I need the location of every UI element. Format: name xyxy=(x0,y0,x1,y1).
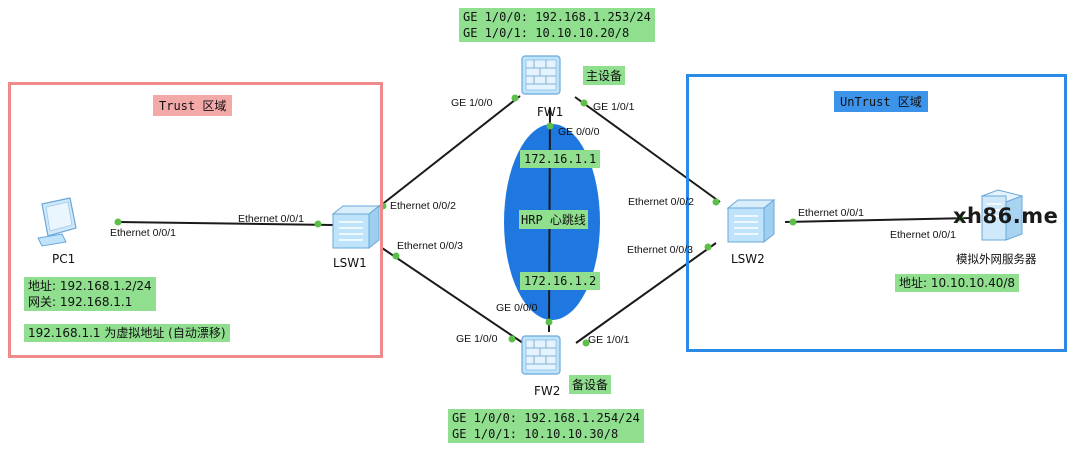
port-dot xyxy=(511,94,519,102)
fw1-name: FW1 xyxy=(537,105,564,119)
port-label-fw1-ge1: GE 1/0/1 xyxy=(593,101,635,113)
untrust-zone xyxy=(686,74,1067,352)
port-dot xyxy=(712,198,720,206)
port-label-lsw1-eth1: Ethernet 0/0/1 xyxy=(238,213,304,225)
pc-icon[interactable] xyxy=(37,197,77,247)
watermark: xh86.me xyxy=(953,204,1059,228)
trust-zone xyxy=(8,82,383,358)
port-label-lsw1-eth3: Ethernet 0/0/3 xyxy=(397,240,463,252)
port-dot xyxy=(545,318,553,326)
hrp-heartbeat-label: HRP 心跳线 xyxy=(519,210,588,229)
links xyxy=(117,95,973,344)
fw1-ge0-address: GE 1/0/0: 192.168.1.253/24 xyxy=(463,10,651,24)
link-lsw1-fw1 xyxy=(379,95,521,207)
port-dot xyxy=(392,252,400,260)
fw1-interface-info: GE 1/0/0: 192.168.1.253/24 GE 1/0/1: 10.… xyxy=(459,8,655,42)
fw1-role: 主设备 xyxy=(583,66,626,85)
port-label-lsw1-eth2: Ethernet 0/0/2 xyxy=(390,200,456,212)
link-lsw2-server xyxy=(784,217,973,223)
firewall-icon[interactable] xyxy=(521,335,561,375)
port-dot xyxy=(704,243,712,251)
port-dot xyxy=(956,214,964,222)
server-name: 模拟外网服务器 xyxy=(956,252,1037,266)
port-label-pc1: Ethernet 0/0/1 xyxy=(110,227,176,239)
link-pc1-lsw1 xyxy=(117,221,334,226)
server-address-info: 地址: 10.10.10.40/8 xyxy=(895,274,1020,292)
fw1-ge1-address: GE 1/0/1: 10.10.10.20/8 xyxy=(463,26,630,40)
pc1-name: PC1 xyxy=(52,252,76,266)
port-label-lsw2-eth3: Ethernet 0/0/3 xyxy=(627,244,693,256)
port-label-lsw2-eth2: Ethernet 0/0/2 xyxy=(628,196,694,208)
untrust-zone-title: UnTrust 区域 xyxy=(834,91,928,112)
port-dot xyxy=(580,99,588,107)
port-dot xyxy=(114,218,122,226)
server-icon[interactable] xyxy=(980,189,1024,241)
fw2-name: FW2 xyxy=(534,384,561,398)
virtual-ip-note: 192.168.1.1 为虚拟地址 (自动漂移) xyxy=(24,324,230,342)
fw2-ge0-address: GE 1/0/0: 192.168.1.254/24 xyxy=(452,411,640,425)
trust-zone-title: Trust 区域 xyxy=(153,95,233,116)
port-label-fw2-ge1: GE 1/0/1 xyxy=(588,334,630,346)
port-dot xyxy=(789,218,797,226)
port-dot xyxy=(546,122,554,130)
pc1-gateway: 网关: 192.168.1.1 xyxy=(28,295,133,309)
lsw2-name: LSW2 xyxy=(731,252,765,266)
port-label-fw2-ge0: GE 1/0/0 xyxy=(456,333,498,345)
link-fw2-lsw2 xyxy=(575,242,717,344)
port-dot xyxy=(582,339,590,347)
firewall-icon[interactable] xyxy=(521,55,561,95)
port-label-server: Ethernet 0/0/1 xyxy=(890,229,956,241)
pc1-address-info: 地址: 192.168.1.2/24 网关: 192.168.1.1 xyxy=(24,277,156,311)
fw2-interface-info: GE 1/0/0: 192.168.1.254/24 GE 1/0/1: 10.… xyxy=(448,409,644,443)
fw2-role: 备设备 xyxy=(569,375,612,394)
port-label-fw2-ge00: GE 0/0/0 xyxy=(496,302,538,314)
fw2-hrp-ip: 172.16.1.2 xyxy=(520,272,601,290)
port-dot xyxy=(508,335,516,343)
port-label-fw1-ge00: GE 0/0/0 xyxy=(558,126,600,138)
fw2-ge1-address: GE 1/0/1: 10.10.10.30/8 xyxy=(452,427,619,441)
port-label-lsw2-eth1: Ethernet 0/0/1 xyxy=(798,207,864,219)
fw1-hrp-ip: 172.16.1.1 xyxy=(520,150,601,168)
port-dot xyxy=(314,220,322,228)
link-fw1-lsw2 xyxy=(574,96,721,203)
port-label-fw1-ge0: GE 1/0/0 xyxy=(451,97,493,109)
lsw1-name: LSW1 xyxy=(333,256,367,270)
switch-icon[interactable] xyxy=(726,198,776,244)
pc1-address: 地址: 192.168.1.2/24 xyxy=(28,279,152,293)
switch-icon[interactable] xyxy=(331,204,381,250)
link-lsw1-fw2 xyxy=(381,247,524,344)
